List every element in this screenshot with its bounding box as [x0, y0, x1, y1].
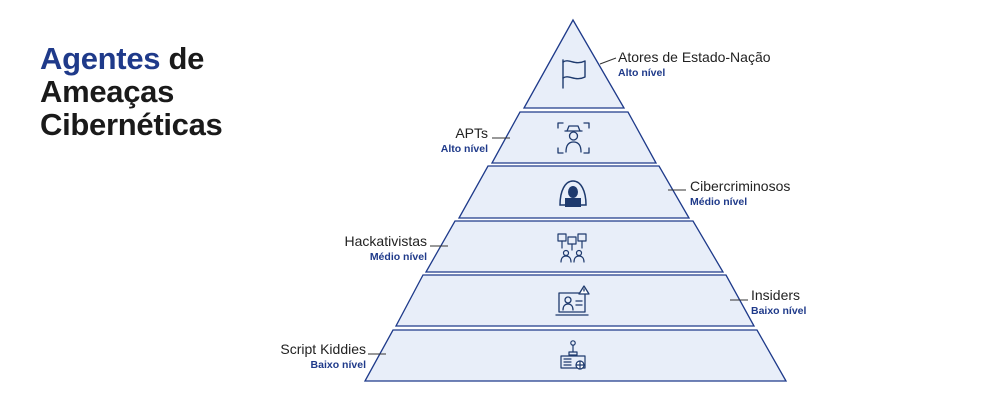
tier-4-name: Hackativistas: [344, 233, 427, 249]
flag-icon: [562, 59, 586, 89]
title-accent: Agentes: [40, 41, 161, 76]
tier-6-level: Baixo nível: [310, 359, 366, 371]
tier-5-name: Insiders: [751, 287, 801, 303]
tier-2-label: APTs Alto nível: [441, 125, 488, 157]
tier-3-label: Cibercriminosos Médio nível: [690, 178, 790, 210]
tier-3-level: Médio nível: [690, 196, 748, 208]
tier-6-label: Script Kiddies Baixo nível: [280, 341, 366, 373]
joystick-keyboard-icon: [560, 340, 586, 370]
title-rest: de: [160, 41, 205, 76]
tier-5-shape: [394, 274, 756, 327]
hooded-hacker-icon: [559, 180, 587, 207]
tier-1-shape: [522, 18, 626, 109]
title-line-2: Ameaças: [40, 74, 175, 109]
page-title: Agentes de Ameaças Cibernéticas: [40, 41, 223, 142]
tier-5-label: Insiders Baixo nível: [751, 287, 806, 319]
protesters-icon: [557, 233, 587, 263]
title-line-3: Cibernéticas: [40, 107, 223, 142]
tier-1-label: Atores de Estado-Nação Alto nível: [618, 49, 771, 81]
tier-1-name: Atores de Estado-Nação: [618, 49, 771, 65]
insider-computer-alert-icon: [555, 285, 590, 316]
connector-1: [599, 57, 617, 65]
tier-3-name: Cibercriminosos: [690, 178, 791, 194]
tier-4-level: Médio nível: [369, 251, 427, 263]
tier-1-level: Alto nível: [618, 67, 666, 79]
tier-2-name: APTs: [455, 125, 488, 141]
tier-2-shape: [490, 111, 658, 164]
tier-5-level: Baixo nível: [751, 305, 807, 317]
tier-6-name: Script Kiddies: [280, 341, 366, 357]
tier-4-label: Hackativistas Médio nível: [345, 233, 427, 265]
tier-2-level: Alto nível: [440, 143, 488, 155]
spy-icon: [557, 122, 590, 154]
tier-4-shape: [424, 220, 725, 273]
